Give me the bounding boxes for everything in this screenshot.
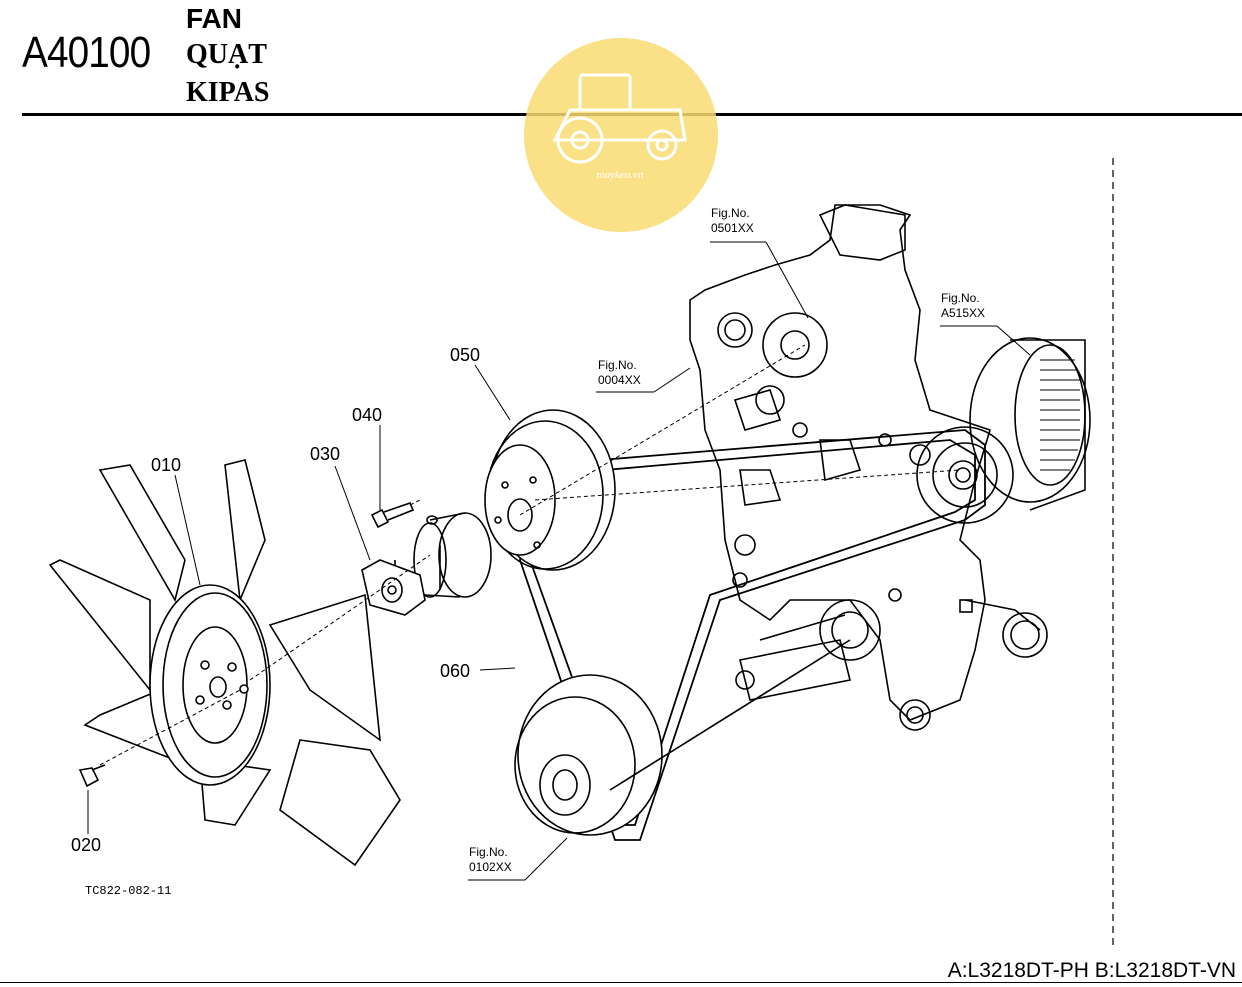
fig-ref-number: 0501XX [711,221,754,235]
title-english: FAN [186,3,242,34]
fig-ref-number: 0102XX [469,860,512,874]
fig-ref-label: Fig.No. [469,845,508,859]
alternator [916,337,1091,524]
bolt-020 [78,764,106,788]
fig-ref-0004XX: Fig.No. 0004XX [598,358,641,388]
callout-030: 030 [310,444,341,464]
model-footer: A:L3218DT-PH B:L3218DT-VN [947,959,1236,982]
fig-ref-number: 0004XX [598,373,641,387]
callout-050: 050 [450,345,481,365]
water-pump-pulley [484,409,616,571]
fig-ref-0102XX: Fig.No. 0102XX [469,845,512,875]
bolt-040 [370,502,415,529]
fig-ref-label: Fig.No. [941,291,980,305]
figure-code: TC822-082-11 [85,884,172,898]
watermark-text: maykeo.vn [597,169,644,181]
fig-ref-A515XX: Fig.No. A515XX [941,291,985,321]
callout-060: 060 [440,661,471,681]
engine-block [689,204,1048,731]
fig-ref-number: A515XX [941,306,986,320]
fig-ref-label: Fig.No. [598,358,637,372]
fig-ref-label: Fig.No. [711,206,750,220]
callout-040: 040 [352,405,383,425]
fig-ref-0501XX: Fig.No. 0501XX [711,206,754,236]
watermark-logo: maykeo.vn [524,38,718,232]
crankshaft-pulley [514,639,851,836]
part-code: A40100 [22,28,151,77]
callout-020: 020 [71,835,102,855]
fan-spacer [361,512,492,616]
title-malay: KIPAS [186,77,270,108]
callout-010: 010 [151,455,182,475]
title-vietnamese: QUẠT [186,39,267,70]
cooling-fan [48,459,401,867]
footer-rule [0,982,1242,983]
